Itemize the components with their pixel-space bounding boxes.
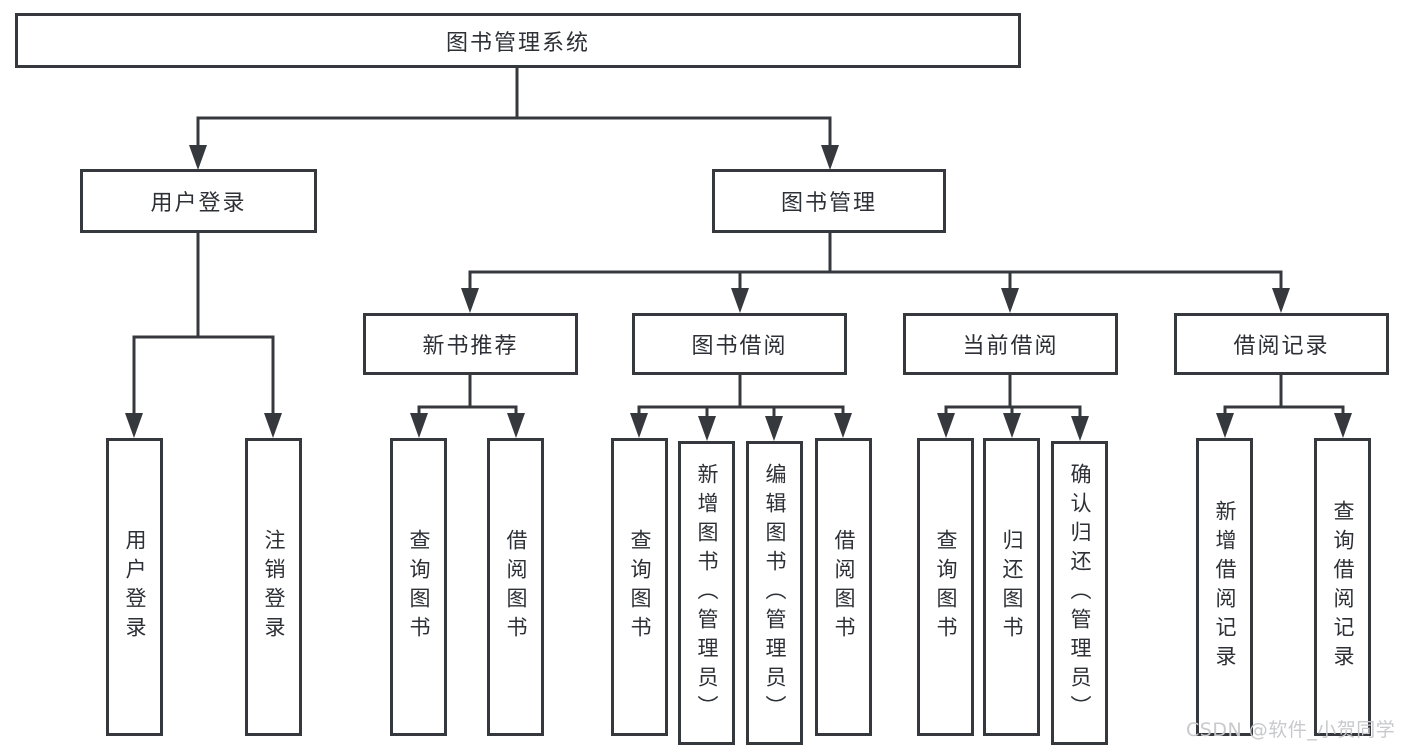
node-label: 用户登录 — [123, 529, 147, 645]
node-new-book-recommend: 新书推荐 — [363, 313, 578, 375]
leaf-query-books-current: 查询图书 — [917, 438, 974, 736]
leaf-confirm-return-admin: 确认归还（管理员） — [1051, 441, 1108, 745]
node-label: 图书管理系统 — [445, 30, 590, 56]
node-label: 编辑图书（管理员） — [763, 462, 787, 724]
node-current-borrow: 当前借阅 — [903, 313, 1118, 375]
leaf-logout: 注销登录 — [245, 438, 302, 736]
node-label: 新书推荐 — [422, 334, 519, 359]
node-label: 图书管理 — [780, 191, 877, 216]
csdn-watermark: CSDN @软件_小贺同学 — [1186, 719, 1396, 741]
node-borrow-records: 借阅记录 — [1174, 313, 1389, 375]
leaf-return-books: 归还图书 — [983, 438, 1040, 736]
node-label: 借阅图书 — [832, 529, 856, 645]
node-label: 查询借阅记录 — [1331, 500, 1355, 674]
node-book-borrow: 图书借阅 — [632, 313, 847, 375]
node-label: 当前借阅 — [962, 334, 1059, 359]
leaf-user-login: 用户登录 — [106, 438, 163, 736]
node-label: 借阅记录 — [1233, 334, 1330, 359]
leaf-query-borrow-record: 查询借阅记录 — [1314, 438, 1371, 736]
node-user-login: 用户登录 — [80, 169, 317, 233]
node-label: 查询图书 — [628, 529, 652, 645]
leaf-borrow-books: 借阅图书 — [815, 438, 872, 736]
leaf-borrow-books-recommend: 借阅图书 — [487, 438, 544, 736]
leaf-query-books-recommend: 查询图书 — [390, 438, 447, 736]
node-label: 用户登录 — [150, 191, 247, 216]
leaf-query-books-borrow: 查询图书 — [611, 438, 668, 736]
connector-paths — [132, 66, 1345, 422]
arrowheads — [125, 145, 1352, 441]
leaf-add-book-admin: 新增图书（管理员） — [678, 441, 735, 745]
node-label: 查询图书 — [934, 529, 958, 645]
node-book-management: 图书管理 — [712, 169, 946, 233]
leaf-add-borrow-record: 新增借阅记录 — [1196, 438, 1253, 736]
node-label: 新增图书（管理员） — [695, 462, 719, 724]
node-label: 确认归还（管理员） — [1068, 462, 1092, 724]
node-label: 新增借阅记录 — [1213, 500, 1237, 674]
node-label: 借阅图书 — [504, 529, 528, 645]
node-label: 查询图书 — [407, 529, 431, 645]
node-label: 图书借阅 — [691, 334, 788, 359]
leaf-edit-book-admin: 编辑图书（管理员） — [746, 441, 803, 745]
node-label: 归还图书 — [1000, 529, 1024, 645]
node-label: 注销登录 — [262, 529, 286, 645]
node-library-system: 图书管理系统 — [15, 13, 1021, 68]
